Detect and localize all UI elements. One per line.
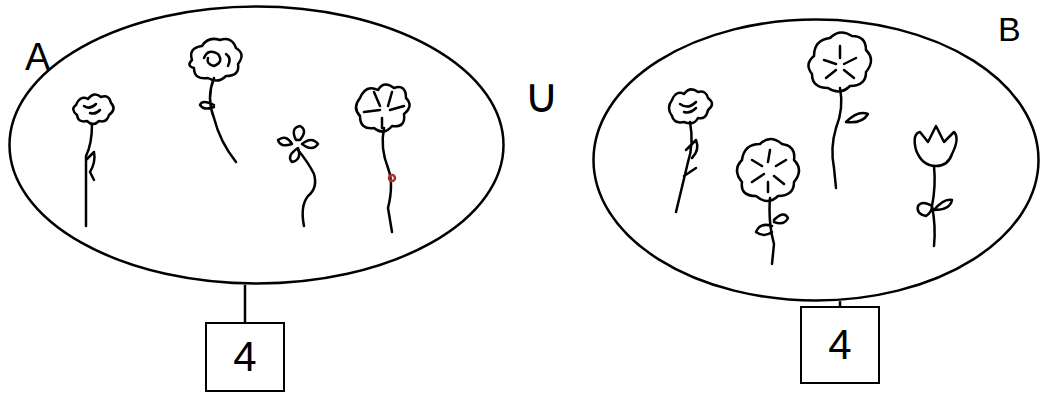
- set-region: B: [592, 18, 1040, 302]
- count-number: 4: [828, 324, 851, 366]
- union-symbol: ∪: [524, 72, 559, 120]
- region-outline: [592, 18, 1040, 302]
- region-outline: [10, 7, 504, 284]
- small-flower: [278, 126, 318, 226]
- carnation: [73, 94, 113, 226]
- tulip: [915, 126, 957, 246]
- pompom-flower: [808, 32, 871, 188]
- region-outline: [594, 20, 1039, 301]
- set-region: A: [8, 5, 505, 285]
- count-number: 4: [233, 336, 256, 378]
- pompom-flower: [737, 139, 799, 264]
- cardinality-box: 4: [205, 322, 285, 392]
- set-name: B: [998, 12, 1021, 46]
- connector-line: [244, 285, 247, 322]
- rose: [189, 39, 241, 162]
- carnation: [669, 89, 712, 212]
- cardinality-box: 4: [800, 306, 880, 384]
- daisy: [356, 84, 410, 232]
- region-outline: [8, 5, 505, 285]
- set-name: A: [25, 38, 50, 76]
